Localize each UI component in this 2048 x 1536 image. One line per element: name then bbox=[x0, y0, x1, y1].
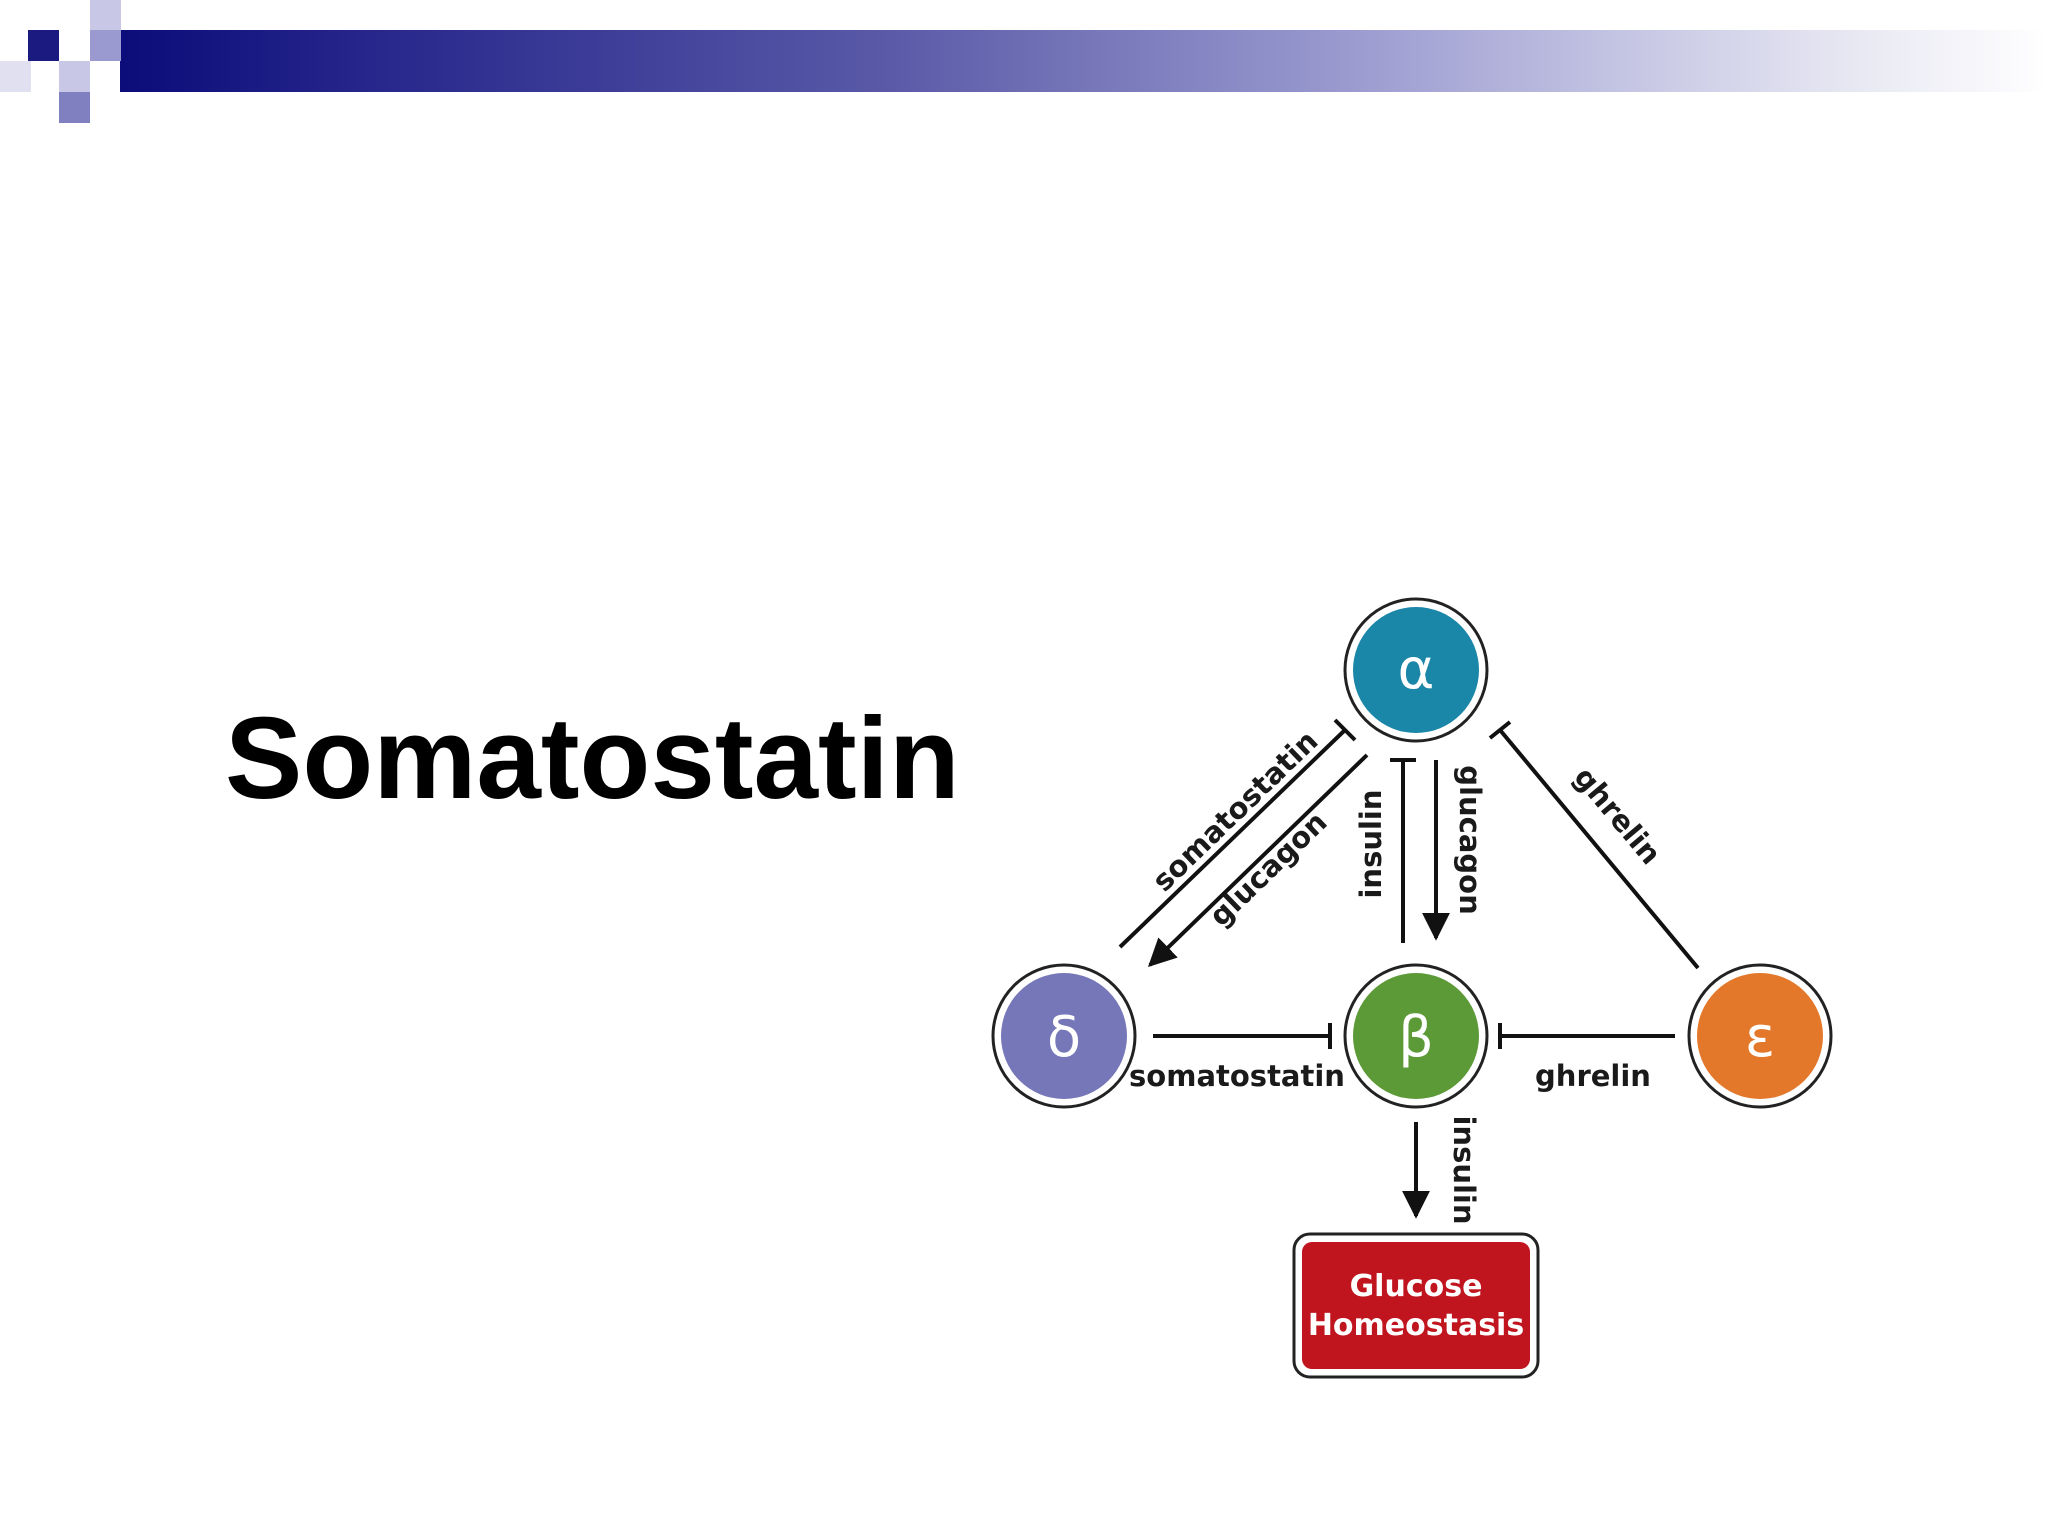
edge-delta-alpha-somatostatin bbox=[1118, 718, 1357, 949]
pancreatic-islet-diagram: somatostatin glucagon insulin glucagon g… bbox=[991, 597, 1833, 1379]
alpha-symbol: α bbox=[1398, 637, 1435, 702]
edge-epsilon-beta-ghrelin bbox=[1498, 1023, 1675, 1049]
delta-cell-node: δ bbox=[991, 963, 1137, 1109]
epsilon-symbol: ε bbox=[1745, 1005, 1775, 1070]
edge-label-glucagon-alpha-beta: glucagon bbox=[1453, 765, 1487, 914]
header-deco-square bbox=[0, 61, 31, 92]
header-deco-square bbox=[59, 92, 90, 123]
beta-symbol: β bbox=[1398, 1005, 1434, 1070]
alpha-cell-node: α bbox=[1343, 597, 1489, 743]
edge-label-ghrelin-epsilon-alpha: ghrelin bbox=[1567, 760, 1668, 871]
header-gradient-bar bbox=[120, 30, 2048, 92]
slide-title: Somatostatin bbox=[225, 693, 960, 823]
header-deco-square bbox=[28, 30, 59, 61]
epsilon-cell-node: ε bbox=[1687, 963, 1833, 1109]
glucose-homeostasis-box: Glucose Homeostasis bbox=[1292, 1232, 1540, 1379]
beta-cell-node: β bbox=[1343, 963, 1489, 1109]
glucose-homeostasis-line1: Glucose bbox=[1350, 1269, 1483, 1304]
edge-label-somatostatin-delta-alpha: somatostatin bbox=[1146, 724, 1325, 898]
edge-label-somatostatin-delta-beta: somatostatin bbox=[1129, 1059, 1345, 1093]
header-deco-square bbox=[59, 61, 90, 92]
edge-delta-beta-somatostatin bbox=[1153, 1023, 1332, 1049]
delta-symbol: δ bbox=[1047, 1005, 1081, 1070]
header-deco-square bbox=[90, 0, 121, 31]
edge-alpha-delta-glucagon bbox=[1147, 753, 1369, 967]
edge-epsilon-alpha-ghrelin bbox=[1488, 720, 1700, 970]
edge-label-insulin-beta-alpha: insulin bbox=[1354, 789, 1388, 898]
header-deco-square bbox=[90, 30, 121, 61]
edge-beta-alpha-insulin bbox=[1390, 758, 1416, 943]
edge-label-insulin-beta-outcome: insulin bbox=[1447, 1115, 1481, 1224]
edge-label-ghrelin-epsilon-beta: ghrelin bbox=[1535, 1059, 1651, 1093]
glucose-homeostasis-line2: Homeostasis bbox=[1308, 1308, 1524, 1343]
